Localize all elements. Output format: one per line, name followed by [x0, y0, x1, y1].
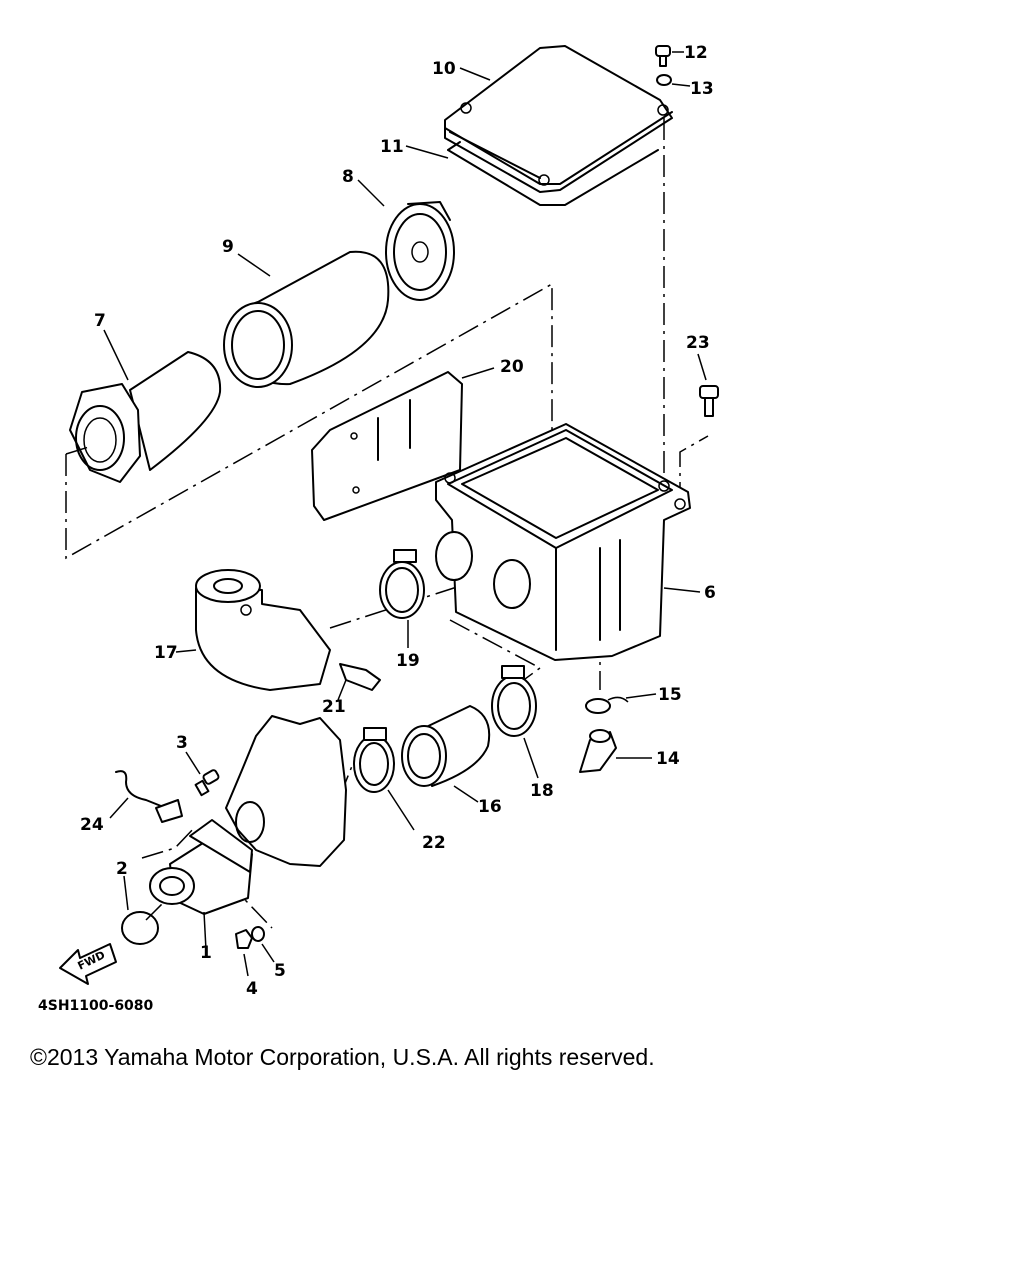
part-4-nut: [235, 929, 253, 949]
callout-labels: 1 2 3 4 5 6 7 8 9 10 11 12 13 14 15 16 1…: [80, 43, 716, 999]
part-2-o-ring: [121, 911, 159, 945]
callout-2: 2: [116, 859, 128, 879]
callout-5: 5: [274, 961, 286, 981]
callout-1: 1: [200, 943, 212, 963]
part-20-seal-plate: [311, 371, 463, 521]
copyright-notice: ©2013 Yamaha Motor Corporation, U.S.A. A…: [30, 1044, 655, 1070]
part-15-clip: [585, 696, 629, 714]
callout-21: 21: [322, 697, 346, 717]
part-3-screw: [194, 769, 220, 797]
drawing-id: 4SH1100-6080: [38, 998, 154, 1014]
part-8-element-cap: [385, 201, 455, 301]
part-21-plug: [339, 663, 381, 691]
part-9-filter-element: [223, 250, 390, 388]
part-22-clamp: [353, 727, 395, 793]
part-17-air-duct: [195, 569, 331, 691]
callout-6: 6: [704, 583, 716, 603]
callout-19: 19: [396, 651, 420, 671]
part-14-drain-cap: [579, 729, 617, 773]
part-12-screw: [655, 45, 671, 67]
callout-7: 7: [94, 311, 106, 331]
callout-leaders: [103, 51, 707, 977]
fwd-arrow-icon: FWD: [59, 943, 117, 985]
part-18-clamp: [491, 665, 537, 737]
callout-11: 11: [380, 137, 404, 157]
part-6-air-box-case: [435, 423, 691, 661]
callout-13: 13: [690, 79, 714, 99]
callout-14: 14: [656, 749, 680, 769]
part-5-washer: [251, 926, 265, 942]
callout-8: 8: [342, 167, 354, 187]
callout-24: 24: [80, 815, 104, 835]
part-13-washer: [656, 74, 672, 86]
callout-17: 17: [154, 643, 178, 663]
part-24-hose: [115, 770, 183, 823]
part-7-element-guide: [69, 351, 222, 483]
part-10-air-box-cover: [444, 45, 673, 193]
callout-20: 20: [500, 357, 524, 377]
carburetor-outline: [225, 715, 347, 867]
air-intake-exploded-diagram: FWD 1 2 3 4 5 6 7 8 9: [38, 43, 719, 1014]
callout-22: 22: [422, 833, 446, 853]
callout-12: 12: [684, 43, 708, 63]
part-1-intake-manifold: [149, 819, 253, 915]
callout-16: 16: [478, 797, 502, 817]
callout-15: 15: [658, 685, 682, 705]
callout-23: 23: [686, 333, 710, 353]
callout-3: 3: [176, 733, 188, 753]
part-19-clamp: [379, 549, 425, 619]
callout-4: 4: [246, 979, 258, 999]
part-16-joint: [401, 705, 491, 787]
callout-18: 18: [530, 781, 554, 801]
callout-10: 10: [432, 59, 456, 79]
callout-9: 9: [222, 237, 234, 257]
part-23-bolt: [699, 385, 719, 417]
part-11-cover-gasket: [447, 141, 659, 206]
